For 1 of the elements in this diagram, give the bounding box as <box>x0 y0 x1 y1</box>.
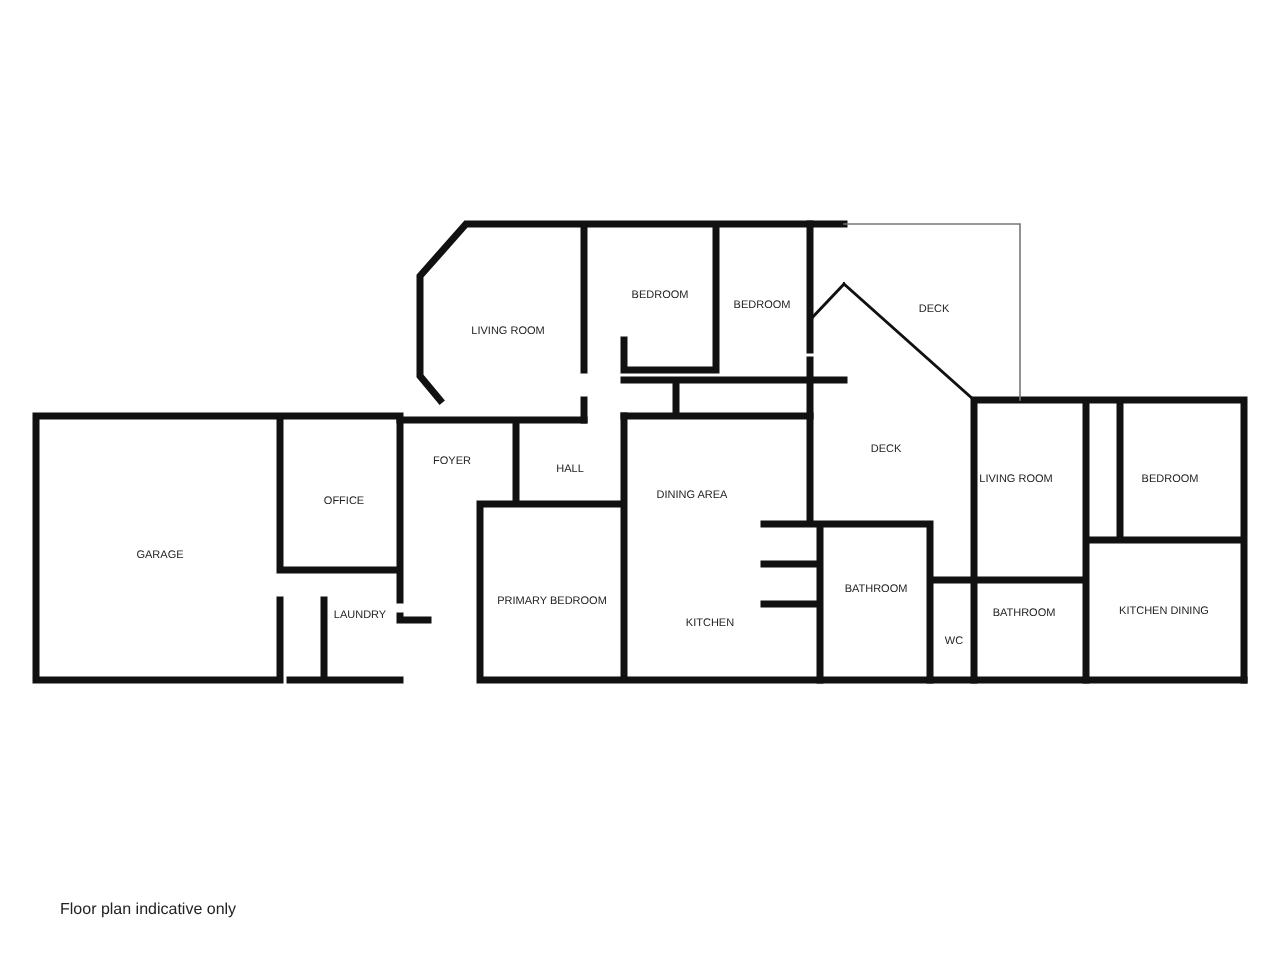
caption-text: Floor plan indicative only <box>60 900 237 918</box>
